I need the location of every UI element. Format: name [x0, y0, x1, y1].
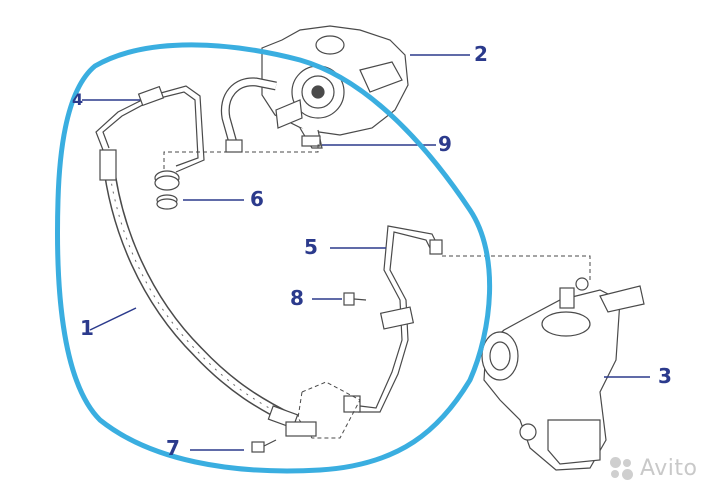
- pressure-pipe: [95, 85, 205, 173]
- avito-dots-icon: [610, 456, 636, 481]
- watermark-text: Avito: [640, 456, 698, 481]
- callout-9: 9: [438, 132, 452, 156]
- callout-6: 6: [250, 187, 264, 211]
- callout-2: 2: [474, 42, 488, 66]
- steering-gearbox: [481, 277, 645, 471]
- return-pipe: [343, 225, 443, 413]
- callout-5: 5: [304, 235, 318, 259]
- callout-8: 8: [290, 286, 304, 310]
- avito-watermark: Avito: [610, 456, 697, 481]
- assembly-link-9: [163, 144, 410, 170]
- assembly-link-5: [442, 255, 591, 280]
- callout-3: 3: [658, 364, 672, 388]
- assembly-link-7: [297, 381, 361, 439]
- callout-4: 4: [72, 90, 84, 109]
- high-pressure-hose: [99, 149, 299, 429]
- leader-1: [89, 307, 137, 331]
- banjo-fitting: [251, 421, 317, 453]
- highlight-outline: [55, 42, 493, 474]
- callout-1: 1: [80, 316, 94, 340]
- gasket-washers: [154, 170, 180, 210]
- bolt-8: [343, 292, 367, 306]
- callout-7: 7: [166, 436, 180, 460]
- power-steering-pump: [220, 25, 409, 153]
